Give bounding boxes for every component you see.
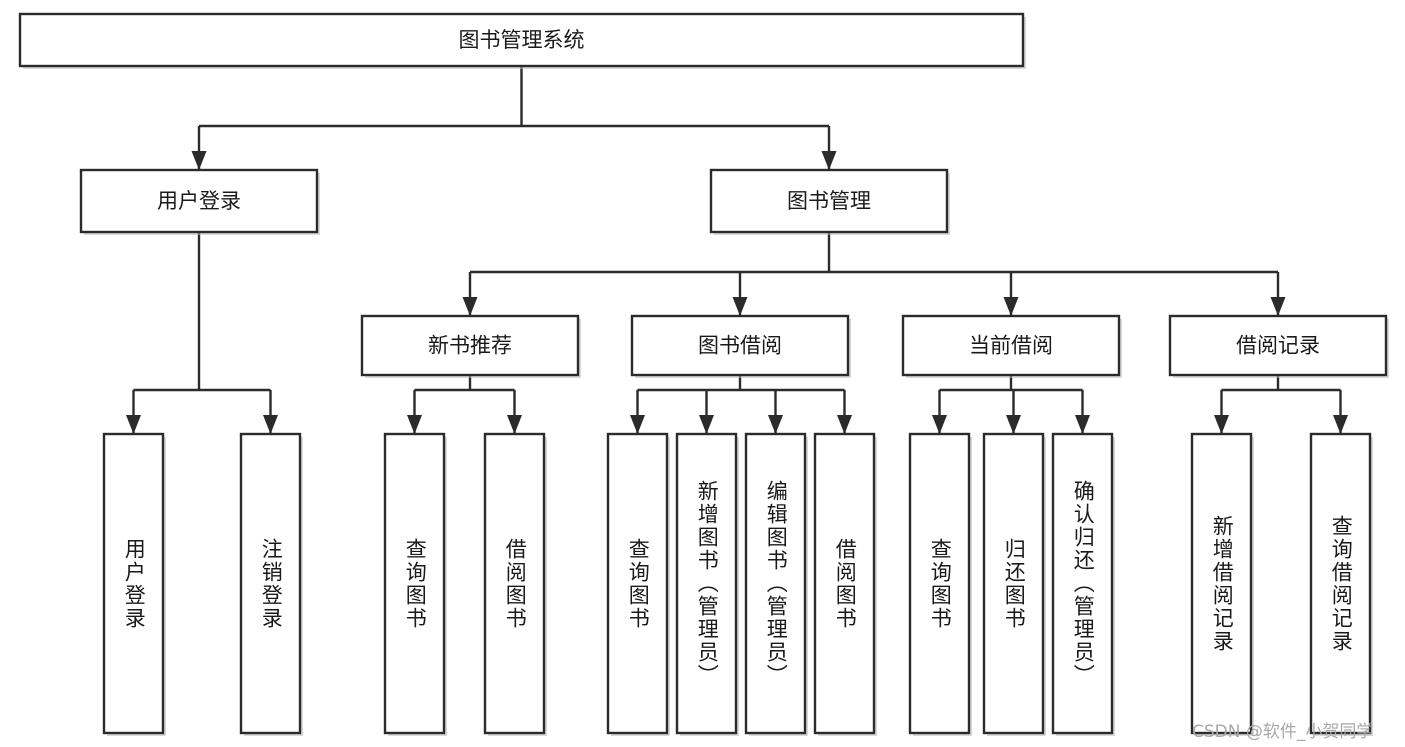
node-编辑图书管理员-label: 编辑图书（管理员） — [764, 480, 789, 687]
arrow-head-icon — [507, 415, 522, 434]
arrow-head-icon — [699, 415, 714, 434]
arrow-head-icon — [462, 297, 478, 316]
node-归还图书[interactable] — [982, 432, 1045, 735]
arrow-head-icon — [191, 151, 207, 170]
node-确认归还管理员[interactable] — [1051, 432, 1114, 735]
arrow-head-icon — [630, 415, 645, 434]
node-图书管理系统[interactable] — [18, 12, 1025, 68]
edge-layer — [126, 66, 1348, 434]
node-新增图书管理员[interactable] — [675, 432, 738, 735]
node-图书借阅-label: 图书借阅 — [698, 334, 782, 358]
node-注销登录-label: 注销登录 — [259, 537, 284, 630]
node-当前借阅[interactable] — [901, 314, 1121, 377]
node-新增图书管理员-label: 新增图书（管理员） — [695, 480, 720, 687]
node-注销登录[interactable] — [239, 432, 302, 735]
node-用户登录[interactable] — [102, 432, 165, 735]
node-查询图书-label: 查询图书 — [403, 537, 428, 630]
node-图书借阅[interactable] — [630, 314, 850, 377]
arrow-head-icon — [837, 415, 852, 434]
arrow-head-icon — [263, 415, 278, 434]
node-查询图书[interactable] — [383, 432, 446, 735]
node-查询图书-label: 查询图书 — [626, 537, 651, 630]
node-查询图书-label: 查询图书 — [928, 537, 953, 630]
node-图书管理系统-label: 图书管理系统 — [459, 28, 585, 52]
arrow-head-icon — [1006, 415, 1021, 434]
arrow-head-icon — [821, 151, 837, 170]
node-当前借阅-label: 当前借阅 — [969, 334, 1053, 358]
arrow-head-icon — [768, 415, 783, 434]
node-确认归还管理员-label: 确认归还（管理员） — [1071, 480, 1096, 687]
node-图书管理[interactable] — [709, 168, 949, 234]
node-新增借阅记录-label: 新增借阅记录 — [1210, 514, 1235, 653]
node-新书推荐[interactable] — [360, 314, 580, 377]
node-用户登录-label: 用户登录 — [122, 537, 147, 630]
node-查询图书[interactable] — [908, 432, 971, 735]
node-借阅记录[interactable] — [1168, 314, 1388, 377]
node-图书管理-label: 图书管理 — [787, 189, 871, 213]
arrow-head-icon — [932, 415, 947, 434]
arrow-head-icon — [1075, 415, 1090, 434]
arrow-head-icon — [1333, 415, 1348, 434]
node-编辑图书管理员[interactable] — [744, 432, 807, 735]
node-用户登录-label: 用户登录 — [157, 189, 241, 213]
node-借阅图书[interactable] — [483, 432, 546, 735]
node-借阅记录-label: 借阅记录 — [1236, 334, 1320, 358]
arrow-head-icon — [732, 297, 748, 316]
node-查询借阅记录-label: 查询借阅记录 — [1329, 514, 1354, 653]
arrow-head-icon — [1003, 297, 1019, 316]
node-新增借阅记录[interactable] — [1190, 432, 1253, 735]
node-归还图书-label: 归还图书 — [1002, 537, 1027, 630]
node-新书推荐-label: 新书推荐 — [428, 334, 512, 358]
node-用户登录[interactable] — [79, 168, 319, 234]
node-借阅图书[interactable] — [813, 432, 876, 735]
node-查询借阅记录[interactable] — [1309, 432, 1372, 735]
arrow-head-icon — [126, 415, 141, 434]
arrow-head-icon — [1214, 415, 1229, 434]
node-box-layer — [18, 12, 1389, 736]
arrow-head-icon — [1270, 297, 1286, 316]
node-查询图书[interactable] — [606, 432, 669, 735]
node-借阅图书-label: 借阅图书 — [833, 537, 858, 630]
node-借阅图书-label: 借阅图书 — [503, 537, 528, 630]
arrow-head-icon — [407, 415, 422, 434]
csdn-watermark: CSDN @软件_小贺同学 — [1192, 722, 1374, 742]
